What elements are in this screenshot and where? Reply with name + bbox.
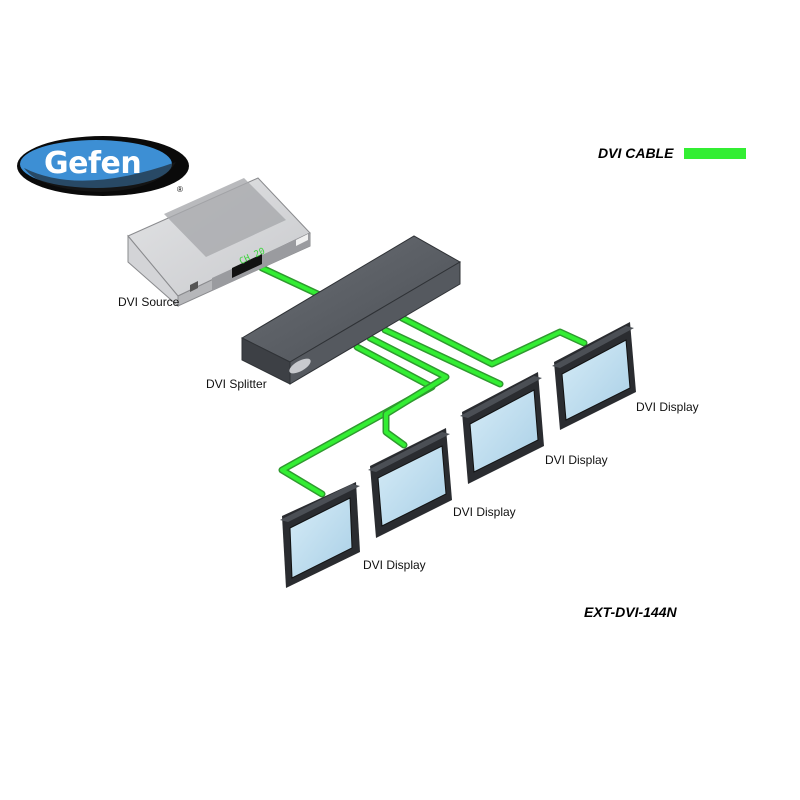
gefen-logo-text: Gefen (44, 146, 142, 181)
model-number: EXT-DVI-144N (584, 604, 677, 620)
cable-to-display-1 (278, 343, 436, 498)
legend-label: DVI CABLE (598, 145, 674, 161)
cable-to-display-3 (381, 326, 504, 388)
dvi-splitter-label: DVI Splitter (206, 377, 267, 391)
dvi-display-4-label: DVI Display (636, 400, 699, 414)
dvi-display-4 (552, 322, 636, 430)
dvi-display-3 (460, 372, 544, 484)
cable-to-display-2 (366, 334, 450, 449)
cable-source-to-splitter (258, 264, 326, 300)
cable-to-display-4 (398, 314, 588, 368)
dvi-cables (258, 264, 588, 498)
dvi-display-1-label: DVI Display (363, 558, 426, 572)
gefen-logo (17, 136, 189, 196)
dvi-splitter-device (240, 235, 462, 385)
dvi-display-1 (280, 482, 360, 588)
dvi-source-label: DVI Source (118, 295, 180, 309)
dvi-source-device (127, 177, 311, 308)
dvi-display-2 (368, 428, 452, 538)
legend-cable-swatch (684, 148, 746, 159)
registered-mark: ® (177, 185, 183, 194)
dvi-display-2-label: DVI Display (453, 505, 516, 519)
dvi-display-3-label: DVI Display (545, 453, 608, 467)
